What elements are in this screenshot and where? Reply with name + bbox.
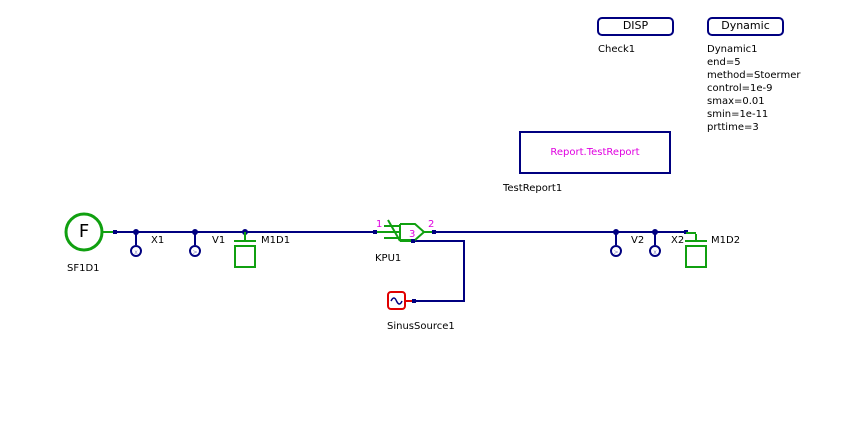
dynamic-param: end=5 (707, 57, 741, 68)
m1d2-mass-icon[interactable] (685, 232, 707, 268)
svg-text:>: > (192, 249, 197, 256)
x1-sensor-icon[interactable]: x (130, 232, 142, 257)
m1d1-mass-icon[interactable] (234, 232, 256, 268)
force-source[interactable] (64, 212, 117, 252)
svg-text:x: x (134, 249, 138, 256)
sinus-source-label: SinusSource1 (387, 321, 455, 332)
wire-signal[interactable] (413, 240, 465, 302)
svg-text:x: x (653, 249, 657, 256)
kpu1-pin-3: 3 (409, 229, 416, 240)
kpu1-label: KPU1 (375, 253, 402, 264)
v2-label: V2 (631, 235, 645, 246)
dynamic-param: prttime=3 (707, 122, 759, 133)
dynamic-block[interactable]: Dynamic (707, 17, 784, 36)
kpu1-pin-1: 1 (376, 219, 383, 230)
x2-label: X2 (671, 235, 685, 246)
disp-block[interactable]: DISP (597, 17, 674, 36)
v1-label: V1 (212, 235, 226, 246)
force-source-glyph: F (78, 221, 90, 242)
dynamic-param: method=Stoermer (707, 70, 801, 81)
svg-text:>: > (613, 249, 618, 256)
dynamic-param: smax=0.01 (707, 96, 765, 107)
x2-sensor-icon[interactable]: x (649, 232, 661, 257)
dynamic-params: Dynamic1 end=5 method=Stoermer control=1… (707, 43, 800, 134)
disp-block-label: DISP (622, 19, 649, 32)
dynamic-block-label: Dynamic (721, 19, 770, 32)
report-block-name: TestReport1 (503, 183, 563, 194)
m1d1-label: M1D1 (261, 235, 291, 246)
sinus-source-icon[interactable] (387, 291, 416, 310)
m1d2-label: M1D2 (711, 235, 741, 246)
v1-sensor-icon[interactable]: > (189, 232, 201, 257)
report-block-label: Report.TestReport (550, 147, 640, 158)
dynamic-param: smin=1e-11 (707, 109, 769, 120)
report-block[interactable]: Report.TestReport (519, 131, 671, 174)
dynamic-block-name: Dynamic1 (707, 44, 758, 55)
kpu1-coupling-icon[interactable] (373, 219, 436, 243)
disp-block-name: Check1 (598, 44, 636, 55)
kpu1-pin-2: 2 (428, 219, 435, 230)
v2-sensor-icon[interactable]: > (610, 232, 622, 257)
x1-label: X1 (151, 235, 165, 246)
dynamic-param: control=1e-9 (707, 83, 773, 94)
sf1d1-label: SF1D1 (67, 263, 100, 274)
